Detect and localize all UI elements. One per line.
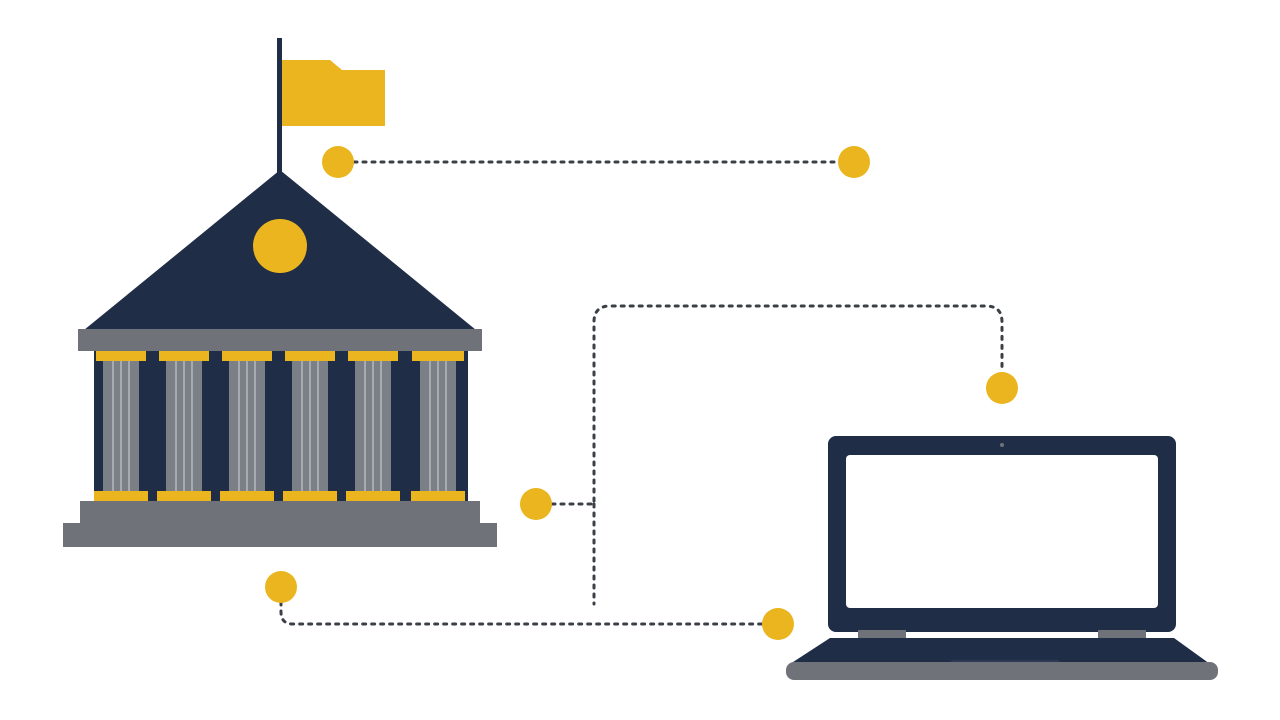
- laptop-deck: [790, 638, 1210, 664]
- node-top-right: [838, 146, 870, 178]
- base-step-lower: [63, 523, 497, 547]
- connector-middle: [550, 304, 1004, 506]
- column: [94, 351, 148, 501]
- column: [220, 351, 274, 501]
- laptop-icon: [786, 436, 1218, 680]
- flag-pole: [277, 38, 282, 174]
- entablature: [78, 329, 482, 351]
- base-step-upper: [80, 501, 480, 523]
- node-middle: [520, 488, 552, 520]
- column: [283, 351, 337, 501]
- flag-icon: [277, 38, 385, 174]
- node-bottom-right: [762, 608, 794, 640]
- laptop-hinge-right: [1098, 630, 1146, 638]
- node-bottom-left: [265, 571, 297, 603]
- laptop-screen: [846, 455, 1158, 608]
- flag-cloth: [282, 60, 385, 126]
- roof-medallion: [253, 219, 307, 273]
- column: [157, 351, 211, 501]
- nodes: [265, 146, 1018, 640]
- laptop-camera: [1000, 443, 1004, 447]
- bank-building-icon: [63, 38, 497, 547]
- laptop-hinge-left: [858, 630, 906, 638]
- connectors: [279, 160, 1004, 626]
- columns: [94, 351, 465, 501]
- laptop-base: [786, 662, 1218, 680]
- column: [346, 351, 400, 501]
- column: [411, 351, 465, 501]
- node-top-left: [322, 146, 354, 178]
- node-right: [986, 372, 1018, 404]
- connector-bottom: [279, 600, 764, 626]
- building-body: [94, 351, 468, 501]
